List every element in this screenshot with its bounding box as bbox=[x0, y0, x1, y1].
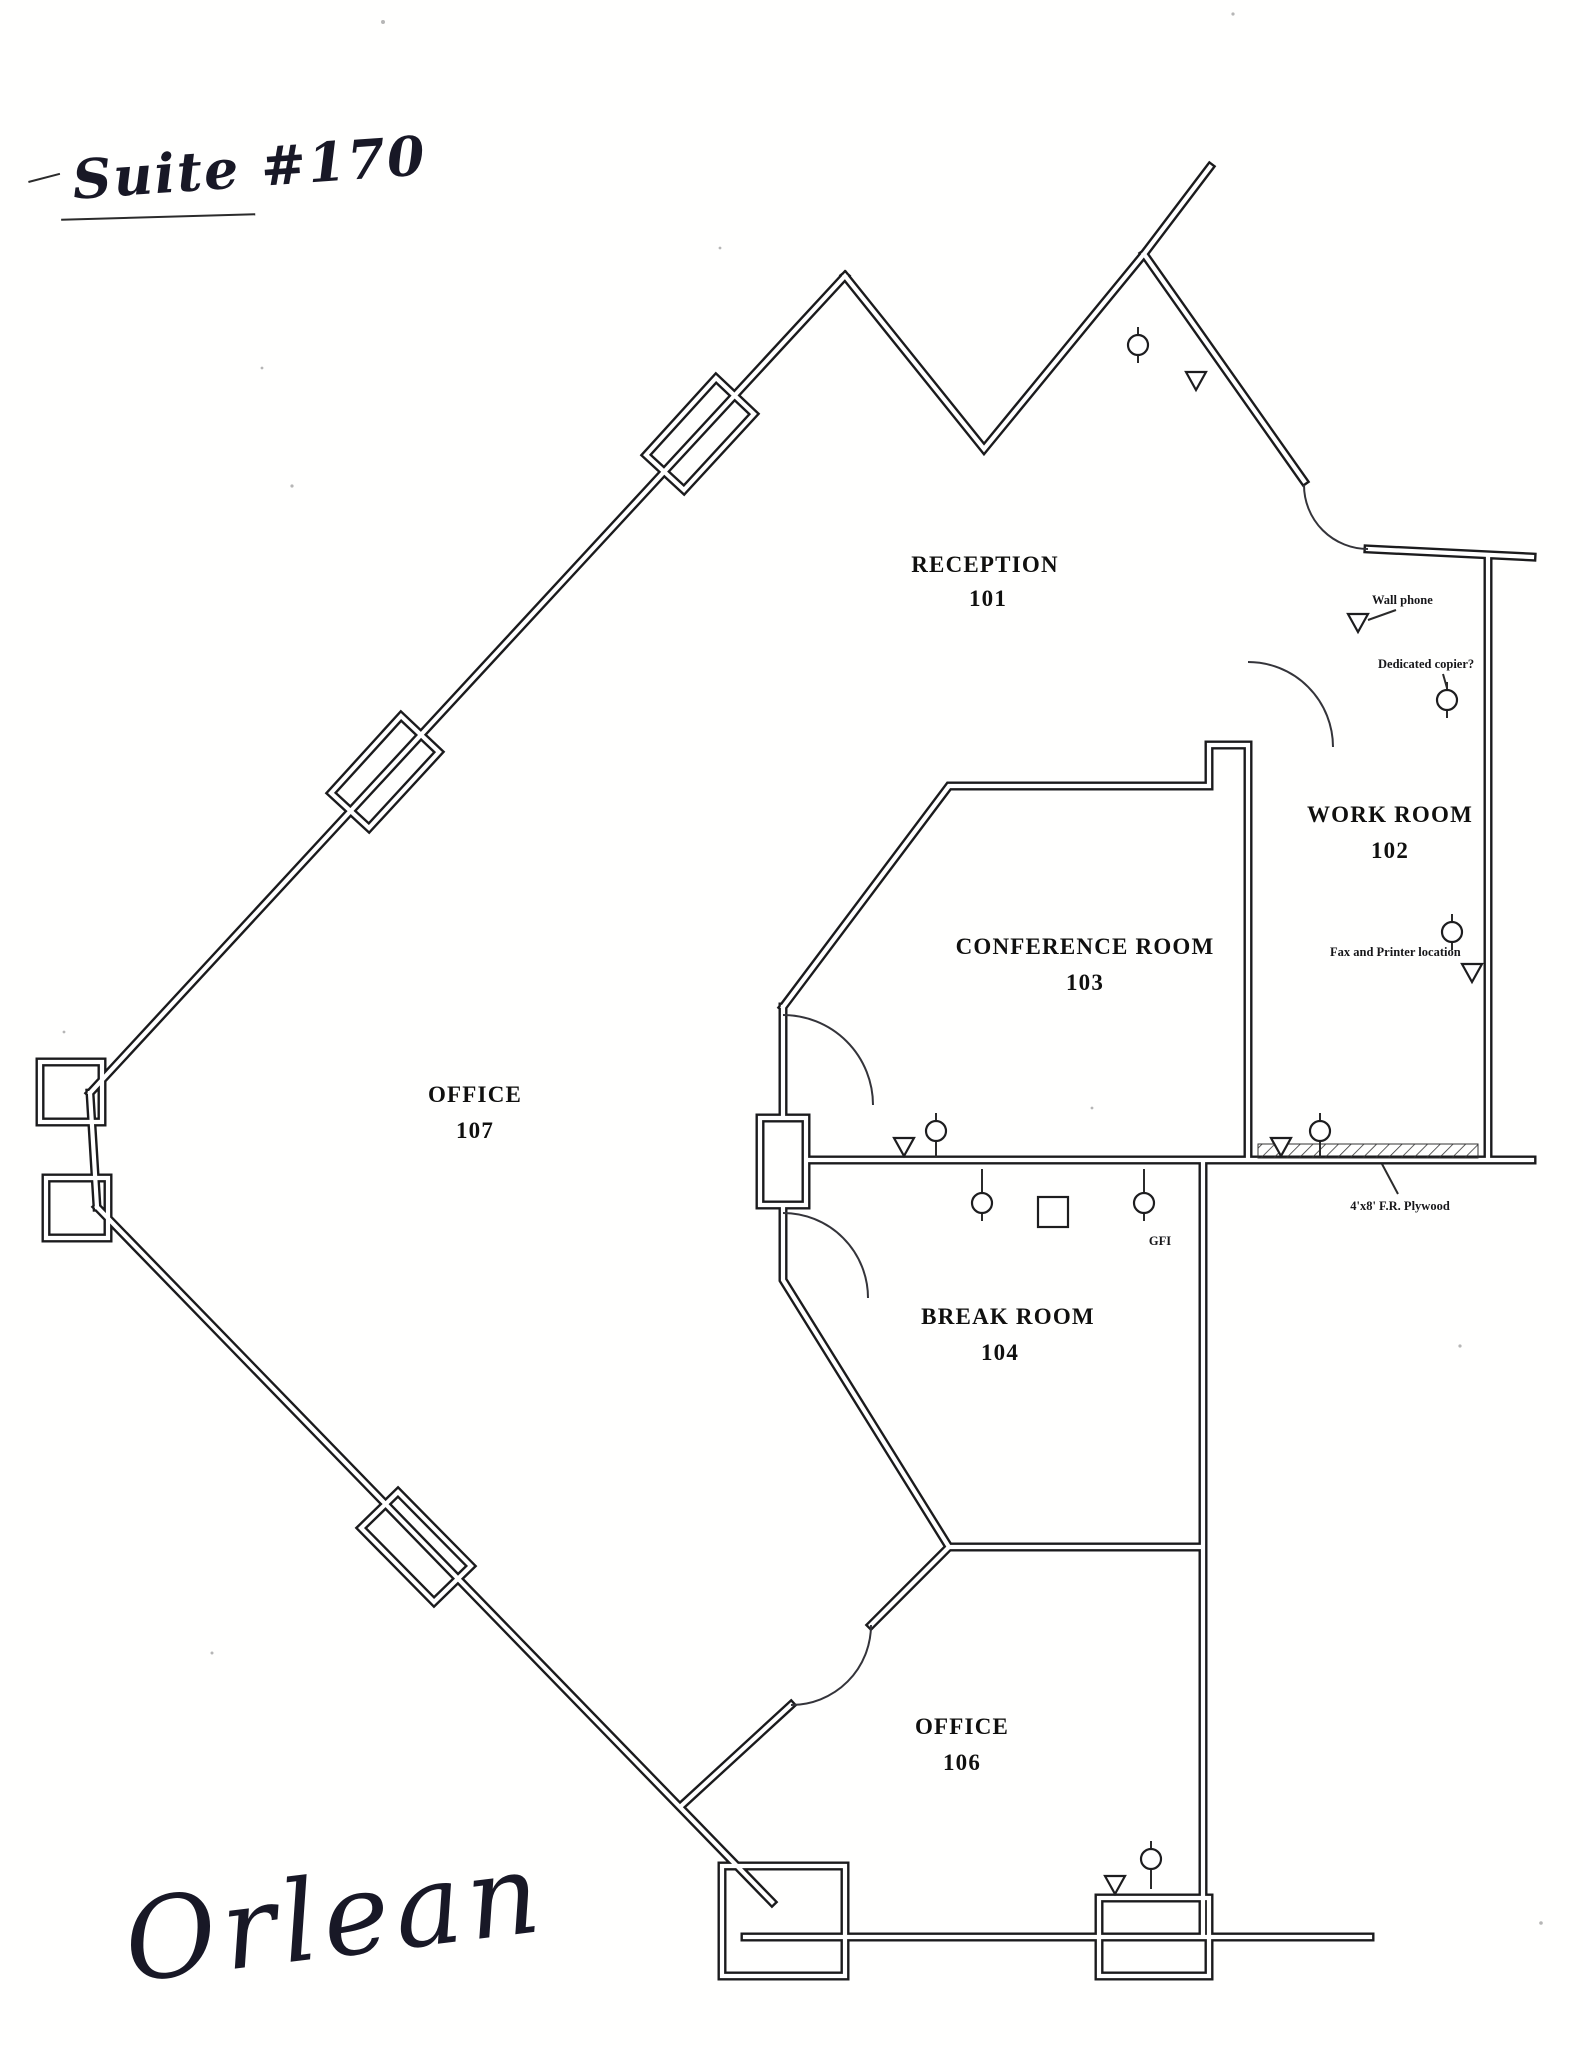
leader-line bbox=[1381, 1163, 1399, 1195]
room-number-break-room: 104 bbox=[981, 1340, 1019, 1365]
title-dash bbox=[28, 172, 61, 183]
phone-jack-symbol bbox=[1269, 1136, 1293, 1159]
leader-line bbox=[1442, 673, 1448, 689]
plywood-hatch bbox=[1257, 1143, 1479, 1159]
annotations: Wall phone Dedicated copier? Fax and Pri… bbox=[1149, 593, 1474, 1248]
room-label-break-room: BREAK ROOM bbox=[921, 1304, 1095, 1329]
outlet-symbol bbox=[1139, 1841, 1163, 1889]
handwritten-signature: Orlean bbox=[117, 1828, 552, 2009]
annotation-gfi: GFI bbox=[1149, 1234, 1171, 1248]
outlet-symbol bbox=[970, 1169, 994, 1221]
leader-line bbox=[1367, 609, 1397, 621]
annotation-plywood: 4'x8' F.R. Plywood bbox=[1350, 1199, 1450, 1213]
room-number-office-106: 106 bbox=[943, 1750, 981, 1775]
room-number-office-107: 107 bbox=[456, 1118, 494, 1143]
phone-jack-symbol bbox=[892, 1136, 916, 1159]
door-arc-entry bbox=[1303, 484, 1369, 550]
electrical-symbols bbox=[892, 327, 1484, 1897]
door-arc-break-room bbox=[782, 1212, 869, 1299]
room-labels: RECEPTION 101 WORK ROOM 102 CONFERENCE R… bbox=[428, 552, 1473, 1775]
annotation-wall-phone: Wall phone bbox=[1372, 593, 1433, 607]
outlet-symbol bbox=[924, 1113, 948, 1157]
door-arc-work-room bbox=[1247, 661, 1334, 748]
leader-lines bbox=[1367, 609, 1448, 1195]
room-label-office-106: OFFICE bbox=[915, 1714, 1009, 1739]
door-arc-office-106 bbox=[790, 1624, 872, 1706]
phone-jack-symbol bbox=[1184, 370, 1208, 393]
door-arc-conference bbox=[782, 1014, 874, 1106]
phone-jack-symbol bbox=[1460, 962, 1484, 985]
signature-text: Orlean bbox=[117, 1828, 552, 2009]
room-number-work-room: 102 bbox=[1371, 838, 1409, 863]
title-underline bbox=[61, 213, 256, 221]
room-label-office-107: OFFICE bbox=[428, 1082, 522, 1107]
gfi-outlet-box bbox=[1036, 1195, 1070, 1229]
door-swing-arcs bbox=[782, 484, 1369, 1706]
phone-jack-symbol bbox=[1346, 612, 1370, 635]
room-label-work-room: WORK ROOM bbox=[1307, 802, 1473, 827]
phone-jack-symbol bbox=[1103, 1874, 1127, 1897]
room-label-conference: CONFERENCE ROOM bbox=[956, 934, 1215, 959]
outlet-symbol bbox=[1126, 327, 1150, 363]
scan-speckles bbox=[62, 12, 1543, 1925]
wall-lines-outer bbox=[40, 167, 1532, 1976]
annotation-fax-printer: Fax and Printer location bbox=[1330, 945, 1461, 959]
annotation-dedicated-copier: Dedicated copier? bbox=[1378, 657, 1474, 671]
room-number-reception: 101 bbox=[969, 586, 1007, 611]
handwritten-title: Suite #170 bbox=[28, 123, 429, 221]
outlet-symbol bbox=[1308, 1113, 1332, 1157]
suite-walls bbox=[40, 167, 1532, 1976]
room-number-conference: 103 bbox=[1066, 970, 1104, 995]
outlet-symbol bbox=[1132, 1169, 1156, 1221]
page-title: Suite #170 bbox=[70, 123, 428, 212]
outlet-symbol bbox=[1440, 914, 1464, 950]
room-label-reception: RECEPTION bbox=[911, 552, 1059, 577]
